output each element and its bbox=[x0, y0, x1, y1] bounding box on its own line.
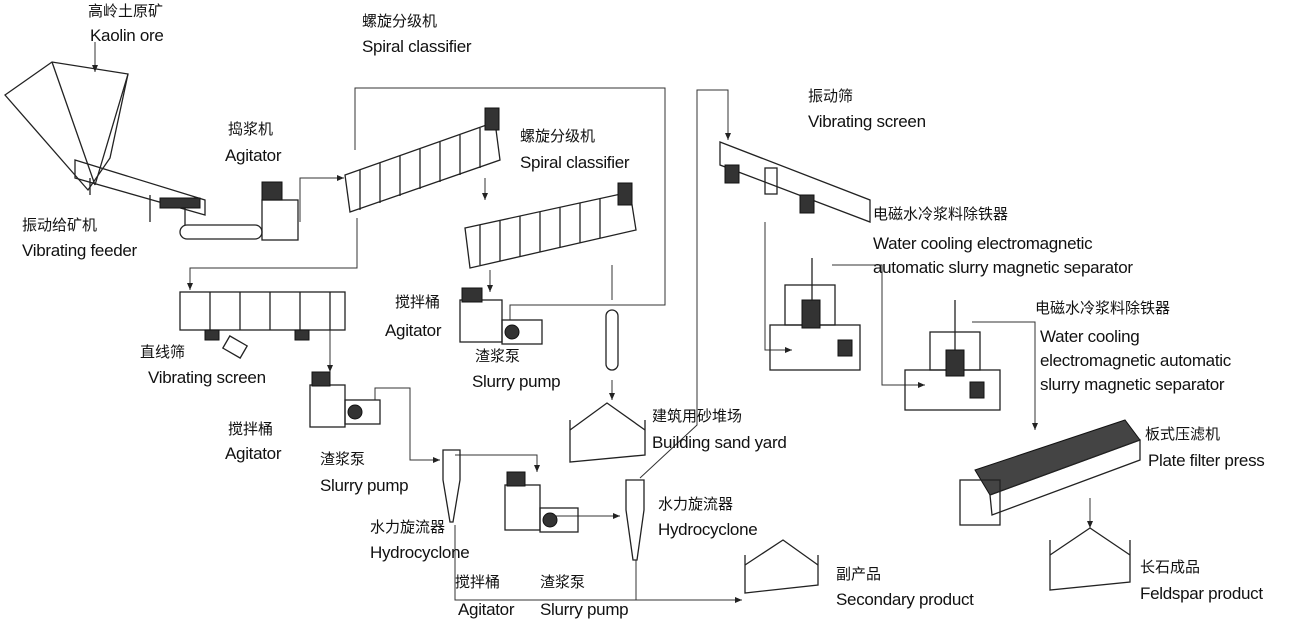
agitator-4-icon bbox=[504, 471, 541, 531]
magnetic-separator-2-label-line2: electromagnetic automatic bbox=[1040, 351, 1231, 370]
flow-to-linear-screen bbox=[187, 218, 358, 290]
vibrating-screen-label-zh: 振动筛 bbox=[808, 87, 854, 105]
secondary-product-label-zh: 副产品 bbox=[836, 565, 882, 583]
slurry-pump-2-label-zh: 渣浆泵 bbox=[320, 450, 366, 468]
agitator-4-label-zh: 搅拌桶 bbox=[455, 573, 501, 591]
slurry-pump-2-icon bbox=[344, 399, 381, 425]
agitator-2-icon bbox=[459, 287, 503, 343]
secondary-product-label: Secondary product bbox=[836, 590, 974, 609]
spiral-classifier-1-icon bbox=[344, 107, 501, 213]
hydrocyclone-2-label: Hydrocyclone bbox=[658, 520, 758, 539]
flow-separator-to-filter-press bbox=[972, 321, 1038, 430]
spiral-classifier-1-label-zh: 螺旋分级机 bbox=[362, 12, 438, 30]
agitator-3-icon bbox=[309, 371, 346, 428]
belt-conveyor-icon bbox=[179, 224, 263, 240]
vibrating-feeder-label: Vibrating feeder bbox=[22, 241, 137, 260]
slurry-pump-1-label-zh: 渣浆泵 bbox=[475, 347, 521, 365]
feldspar-product-label: Feldspar product bbox=[1140, 584, 1263, 603]
spiral-classifier-2-label: Spiral classifier bbox=[520, 153, 630, 172]
flow-to-secondary-product bbox=[454, 525, 742, 603]
spiral-classifier-2-icon bbox=[464, 182, 637, 269]
kaolin-ore-label-zh: 高岭土原矿 bbox=[88, 2, 164, 20]
magnetic-separator-1-icon bbox=[769, 258, 861, 371]
agitator-1-label-zh: 捣浆机 bbox=[228, 120, 274, 138]
magnetic-separator-1-label-zh: 电磁水冷浆料除铁器 bbox=[873, 205, 1009, 223]
feldspar-product-icon bbox=[1049, 527, 1131, 591]
building-sand-yard-icon bbox=[569, 402, 646, 463]
slurry-pump-3-label: Slurry pump bbox=[540, 600, 629, 619]
magnetic-separator-2-label-zh: 电磁水冷浆料除铁器 bbox=[1035, 299, 1171, 317]
flow-agitator-to-classifier bbox=[299, 175, 344, 222]
slurry-pump-3-icon bbox=[539, 507, 579, 533]
agitator-3-label-zh: 搅拌桶 bbox=[228, 420, 274, 438]
slurry-pump-1-icon bbox=[501, 319, 543, 345]
hydrocyclone-1-label: Hydrocyclone bbox=[370, 543, 470, 562]
flow-lines bbox=[92, 42, 1093, 603]
feldspar-product-label-zh: 长石成品 bbox=[1140, 558, 1201, 576]
slurry-pump-2-label: Slurry pump bbox=[320, 476, 409, 495]
flow-separator-1-to-2 bbox=[832, 264, 925, 388]
plate-filter-press-icon bbox=[959, 419, 1141, 526]
spiral-classifier-2-label-zh: 螺旋分级机 bbox=[520, 127, 596, 145]
agitator-2-label-zh: 搅拌桶 bbox=[395, 293, 441, 311]
magnetic-separator-1-label-line1: Water cooling electromagnetic bbox=[873, 234, 1093, 253]
magnetic-separator-1-label-line2: automatic slurry magnetic separator bbox=[873, 258, 1133, 277]
linear-screen-label: Vibrating screen bbox=[148, 368, 266, 387]
plate-filter-press-label: Plate filter press bbox=[1148, 451, 1265, 470]
agitator-2-label: Agitator bbox=[385, 321, 442, 340]
flow-pump-1-out bbox=[509, 304, 612, 320]
hydrocyclone-1-label-zh: 水力旋流器 bbox=[370, 518, 446, 536]
tube-icon bbox=[605, 309, 619, 371]
building-sand-yard-label: Building sand yard bbox=[652, 433, 787, 452]
flow-hydrocyclone-to-agitator bbox=[455, 454, 540, 472]
vibrating-screen-label: Vibrating screen bbox=[808, 112, 926, 131]
secondary-product-icon bbox=[744, 539, 819, 594]
building-sand-yard-label-zh: 建筑用砂堆场 bbox=[652, 407, 743, 425]
vibrating-feeder-label-zh: 振动给矿机 bbox=[22, 216, 98, 234]
kaolin-ore-label: Kaolin ore bbox=[90, 26, 164, 45]
spiral-classifier-1-label: Spiral classifier bbox=[362, 37, 472, 56]
agitator-1-label: Agitator bbox=[225, 146, 282, 165]
hydrocyclone-1-icon bbox=[442, 449, 461, 523]
flow-pump-to-hydrocyclone bbox=[374, 387, 440, 463]
flow-classifier-overflow bbox=[354, 87, 666, 306]
slurry-pump-3-label-zh: 渣浆泵 bbox=[540, 573, 586, 591]
vibrating-feeder-icon bbox=[74, 159, 206, 225]
flow-screen-to-separator-1 bbox=[764, 222, 792, 353]
linear-vibrating-screen-icon bbox=[179, 291, 346, 359]
hydrocyclone-2-icon bbox=[625, 479, 645, 561]
magnetic-separator-2-label-line1: Water cooling bbox=[1040, 327, 1140, 346]
slurry-pump-1-label: Slurry pump bbox=[472, 372, 561, 391]
agitator-4-label: Agitator bbox=[458, 600, 515, 619]
vibrating-screen-icon bbox=[719, 141, 871, 223]
linear-screen-label-zh: 直线筛 bbox=[140, 343, 186, 361]
magnetic-separator-2-label-line3: slurry magnetic separator bbox=[1040, 375, 1225, 394]
plate-filter-press-label-zh: 板式压滤机 bbox=[1145, 425, 1221, 443]
flow-to-vibrating-screen bbox=[639, 89, 731, 479]
agitator-3-label: Agitator bbox=[225, 444, 282, 463]
agitator-1-icon bbox=[261, 181, 299, 241]
magnetic-separator-2-icon bbox=[904, 300, 1001, 411]
hydrocyclone-2-label-zh: 水力旋流器 bbox=[658, 495, 734, 513]
